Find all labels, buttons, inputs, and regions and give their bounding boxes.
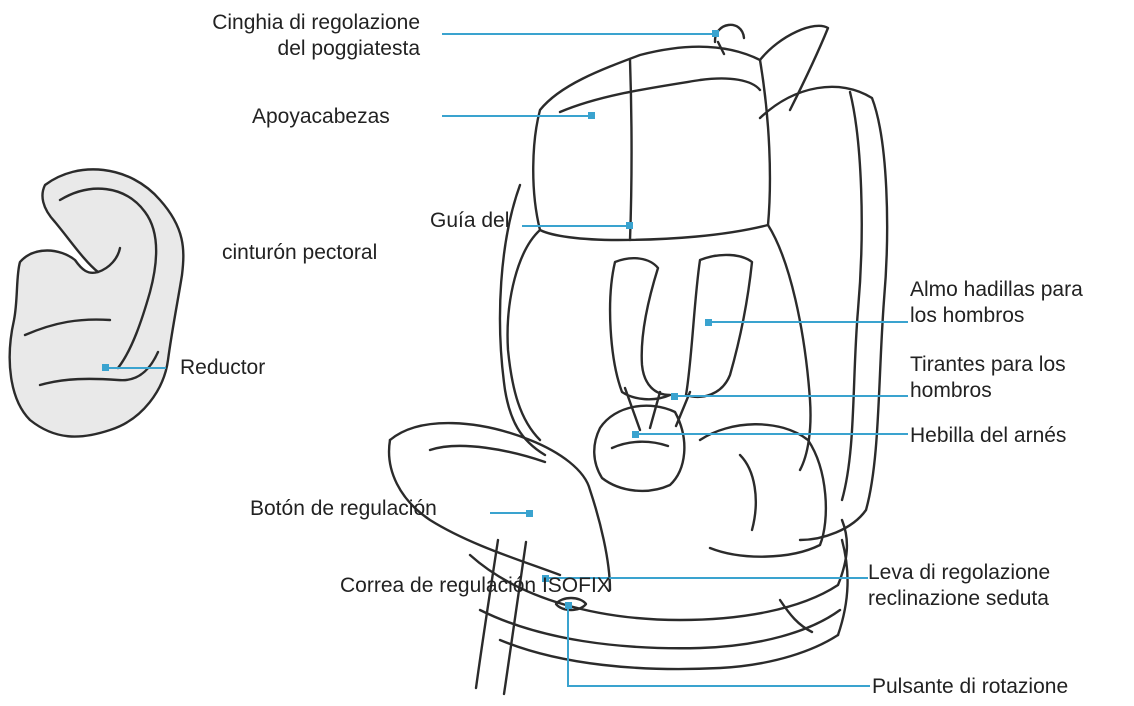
dot-headrest-strap <box>712 30 719 37</box>
dot-shoulder-straps <box>671 393 678 400</box>
dot-chest-guide <box>626 222 633 229</box>
label-shoulder-pads: Almo hadillas para los hombros <box>910 277 1083 329</box>
dot-headrest <box>588 112 595 119</box>
dot-shoulder-pads <box>705 319 712 326</box>
dot-harness-buckle <box>632 431 639 438</box>
dot-adjust-button <box>526 510 533 517</box>
label-rotation-button: Pulsante di rotazione <box>872 674 1068 700</box>
label-headrest: Apoyacabezas <box>252 104 390 130</box>
label-adjust-button: Botón de regulación <box>250 496 437 522</box>
label-recline-lever: Leva di regolazione reclinazione seduta <box>868 560 1050 612</box>
dot-reducer <box>102 364 109 371</box>
label-recline-lever-line-1: Leva di regolazione <box>868 560 1050 586</box>
label-shoulder-straps: Tirantes para los hombros <box>910 352 1066 404</box>
label-chest-guide-line-2: cinturón pectoral <box>222 240 377 266</box>
dot-rotation-button <box>565 602 572 609</box>
label-shoulder-straps-line-1: Tirantes para los <box>910 352 1066 378</box>
label-recline-lever-line-2: reclinazione seduta <box>868 586 1050 612</box>
label-harness-buckle: Hebilla del arnés <box>910 423 1066 449</box>
label-headrest-strap: Cinghia di regolazione del poggiatesta <box>120 10 420 62</box>
label-shoulder-pads-line-1: Almo hadillas para <box>910 277 1083 303</box>
label-headrest-strap-line-2: del poggiatesta <box>120 36 420 62</box>
label-headrest-strap-line-1: Cinghia di regolazione <box>120 10 420 36</box>
label-isofix-strap: Correa de regulación ISOFIX <box>340 573 611 599</box>
label-chest-guide-line-1: Guía del <box>430 208 509 234</box>
label-shoulder-straps-line-2: hombros <box>910 378 1066 404</box>
label-shoulder-pads-line-2: los hombros <box>910 303 1083 329</box>
reducer-insert <box>10 169 184 436</box>
label-reducer: Reductor <box>180 355 265 381</box>
callout-dots <box>102 30 719 609</box>
